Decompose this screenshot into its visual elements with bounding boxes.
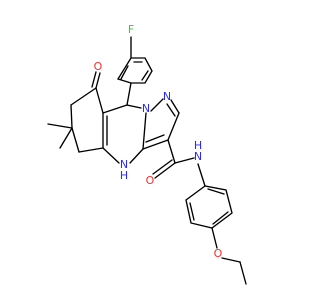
molecule-structure-canvas: F O N N N H N H O O [47,23,247,285]
bridge-nitrogen-label: N [142,102,150,115]
fluorine-label: F [128,23,134,36]
carboxamide-group [152,139,195,179]
fused-ring-system [47,71,147,164]
phenyl-c9-bond [126,82,132,106]
ring-nh-nitrogen-label: N [120,158,128,171]
pyrazole-ring [142,98,180,150]
amide-oxygen-label: O [146,174,155,187]
amide-nitrogen-label: N [194,150,202,163]
fluorophenyl-ring [116,36,153,84]
structure-diagram: F O N N N H N H O O [47,23,247,285]
carbonyl-oxygen-label: O [94,60,103,73]
pyrazole-nitrogen-label: N [163,90,171,103]
amide-hydrogen-label: H [194,139,202,152]
ether-oxygen-label: O [214,247,223,260]
ring-nh-hydrogen-label: H [120,169,128,182]
ethoxyphenyl-ring [185,163,247,285]
